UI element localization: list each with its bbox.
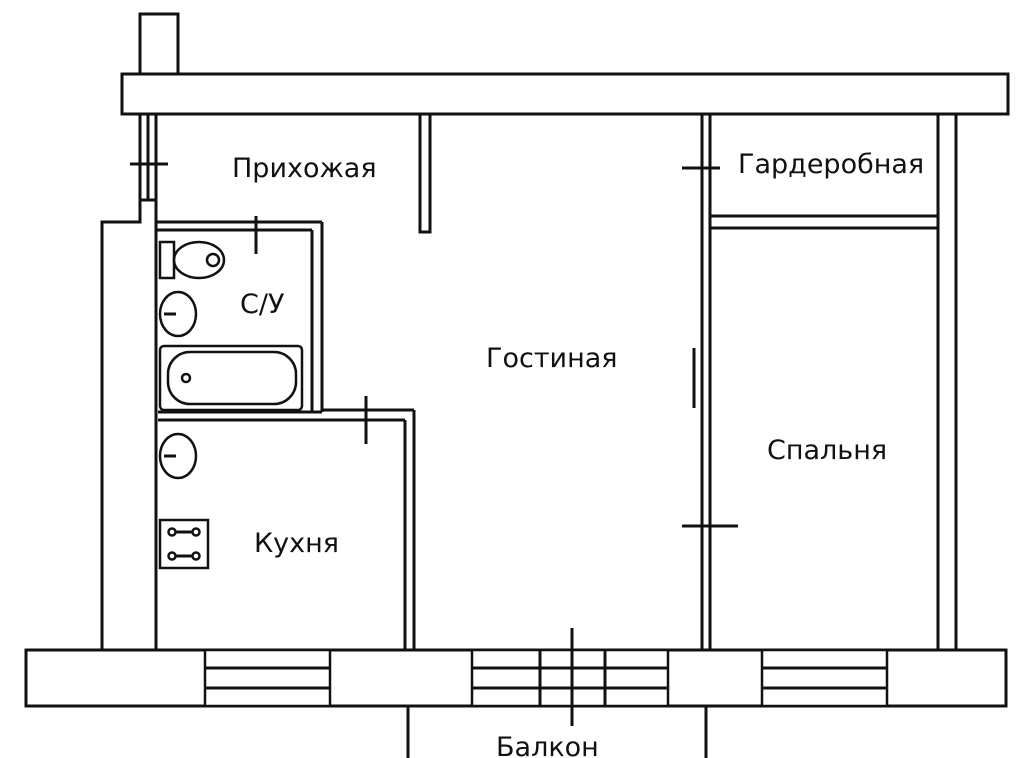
label-hallway: Прихожая xyxy=(232,153,377,184)
sink-kitchen-icon xyxy=(158,432,198,480)
wall-left xyxy=(100,198,158,652)
toilet-icon xyxy=(158,240,226,280)
label-bedroom: Спальня xyxy=(767,435,887,466)
label-wardrobe: Гардеробная xyxy=(738,149,924,180)
wall-left-upper xyxy=(138,114,158,202)
sink-bathroom-icon xyxy=(158,290,198,338)
label-living-room: Гостиная xyxy=(486,343,618,374)
bathroom-walls xyxy=(156,220,405,422)
stove-icon xyxy=(158,518,210,570)
window-kitchen xyxy=(203,648,332,708)
bathtub-icon xyxy=(158,344,304,412)
label-balcony: Балкон xyxy=(496,732,599,758)
wall-right xyxy=(936,114,958,650)
balcony-door-window xyxy=(470,648,670,708)
label-kitchen: Кухня xyxy=(254,528,339,559)
wall-top xyxy=(120,72,1010,116)
window-bedroom xyxy=(760,648,889,708)
wall-living-bedroom xyxy=(700,114,712,650)
wall-hallway-stub xyxy=(418,112,432,234)
label-bathroom: С/У xyxy=(240,289,284,320)
wall-wardrobe-bottom xyxy=(710,214,938,230)
wall-kitchen-living xyxy=(322,408,416,650)
vent-stack xyxy=(138,12,180,78)
